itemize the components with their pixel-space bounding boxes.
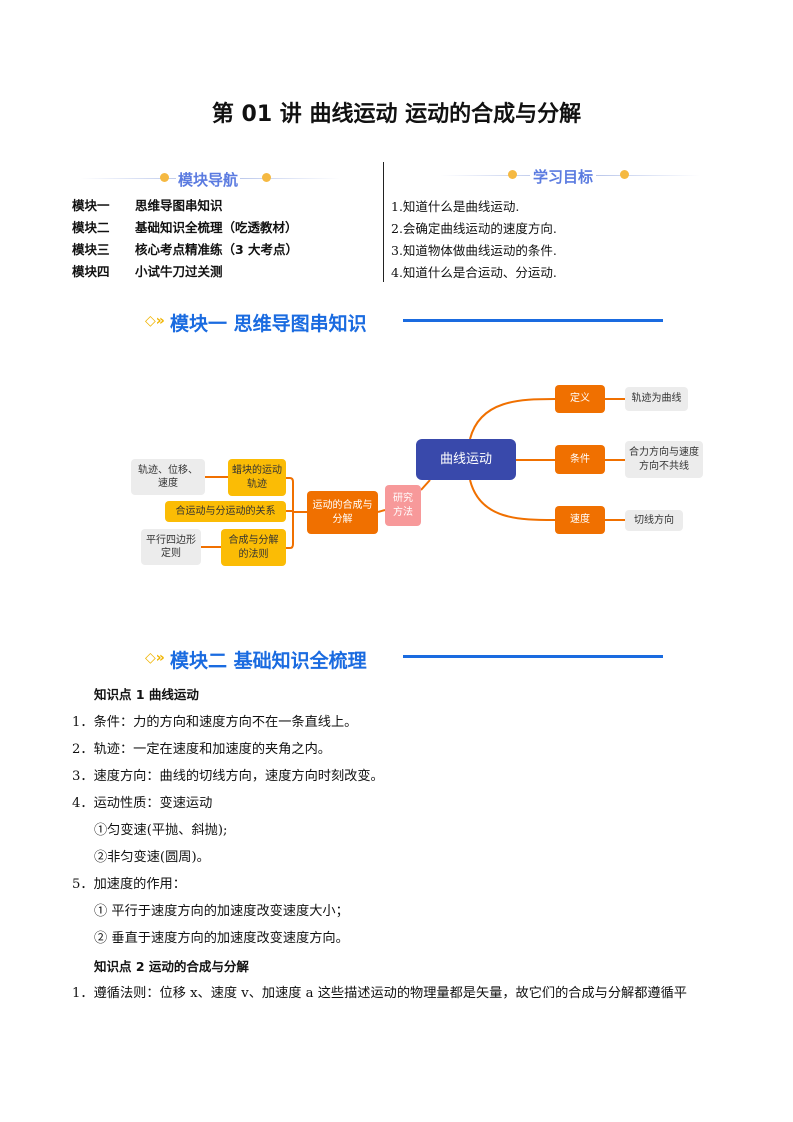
mindmap-center-node: 曲线运动	[416, 439, 516, 480]
goal-item: 3.知道物体做曲线运动的条件.	[391, 243, 557, 258]
mindmap-node-wax: 蜡块的运动轨迹	[228, 459, 286, 496]
dot-icon	[508, 170, 517, 179]
section-rule	[403, 655, 663, 658]
nav-text: 基础知识全梳理（吃透教材）	[135, 220, 298, 235]
body-line: 3．速度方向：曲线的切线方向，速度方向时刻改变。	[72, 769, 384, 784]
mindmap-node-method: 研究方法	[385, 485, 421, 526]
nav-module: 模块三	[72, 242, 110, 257]
nav-header: 模块导航	[176, 169, 241, 190]
mindmap-leaf: 轨迹为曲线	[625, 387, 688, 411]
body-line: 1．遵循法则：位移 x、速度 v、加速度 a 这些描述运动的物理量都是矢量，故它…	[72, 986, 687, 1001]
nav-text: 核心考点精准练（3 大考点）	[135, 242, 299, 257]
section-rule	[403, 319, 663, 322]
mindmap-node-velocity: 速度	[555, 506, 605, 534]
section-marker-icon: ◇»	[145, 313, 165, 329]
dot-icon	[262, 173, 271, 182]
goals-header: 学习目标	[530, 166, 597, 187]
body-line: ① 平行于速度方向的加速度改变速度大小；	[94, 904, 349, 919]
mindmap-node-relation: 合运动与分运动的关系	[165, 501, 286, 522]
column-divider	[383, 162, 384, 282]
mindmap-leaf: 切线方向	[625, 510, 683, 531]
mindmap-leaf: 轨迹、位移、速度	[131, 459, 205, 495]
body-line: ①匀变速(平抛、斜抛);	[94, 823, 228, 838]
body-line: ②非匀变速(圆周)。	[94, 850, 210, 865]
dot-icon	[620, 170, 629, 179]
nav-module: 模块一	[72, 198, 110, 213]
body-line: ② 垂直于速度方向的加速度改变速度方向。	[94, 931, 349, 946]
mindmap-node-condition: 条件	[555, 445, 605, 474]
mindmap-node-rule: 合成与分解的法则	[221, 529, 286, 566]
mindmap-leaf: 合力方向与速度方向不共线	[625, 441, 703, 478]
knowledge-point-title: 知识点 1 曲线运动	[94, 687, 199, 702]
knowledge-point-title: 知识点 2 运动的合成与分解	[94, 959, 249, 974]
goal-item: 4.知道什么是合运动、分运动.	[391, 265, 557, 280]
nav-module: 模块二	[72, 220, 110, 235]
section-title: 模块一 思维导图串知识	[170, 313, 367, 335]
body-line: 2．轨迹：一定在速度和加速度的夹角之内。	[72, 742, 331, 757]
nav-text: 小试牛刀过关测	[135, 264, 223, 279]
body-line: 4．运动性质：变速运动	[72, 796, 213, 811]
nav-module: 模块四	[72, 264, 110, 279]
page-title: 第 01 讲 曲线运动 运动的合成与分解	[211, 102, 582, 127]
mindmap-node-composition: 运动的合成与分解	[307, 491, 378, 534]
section-title: 模块二 基础知识全梳理	[170, 650, 367, 672]
body-line: 1．条件：力的方向和速度方向不在一条直线上。	[72, 715, 358, 730]
dot-icon	[160, 173, 169, 182]
mindmap-node-definition: 定义	[555, 385, 605, 413]
goal-item: 2.会确定曲线运动的速度方向.	[391, 221, 557, 236]
body-line: 5．加速度的作用：	[72, 877, 186, 892]
section-marker-icon: ◇»	[145, 650, 165, 666]
mindmap-leaf: 平行四边形定则	[141, 529, 201, 565]
nav-text: 思维导图串知识	[135, 198, 223, 213]
goal-item: 1.知道什么是曲线运动.	[391, 199, 520, 214]
